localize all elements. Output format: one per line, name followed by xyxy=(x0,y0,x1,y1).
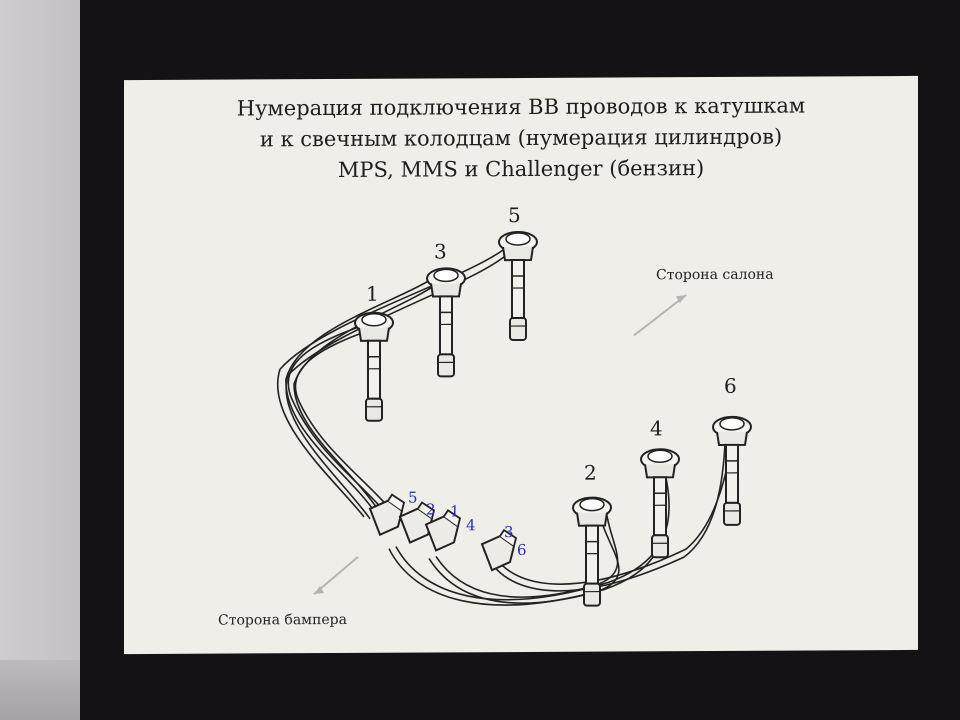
hv-wire-bundle-left xyxy=(277,242,513,520)
connector-number-3: 3 xyxy=(504,523,514,541)
plug-boot-6 xyxy=(711,415,753,526)
cylinder-number-5: 5 xyxy=(508,203,521,227)
plug-boot-4 xyxy=(639,448,681,559)
cylinder-number-2: 2 xyxy=(584,461,597,485)
coil-connectors xyxy=(368,493,518,572)
cabin-direction-arrow xyxy=(633,294,687,337)
hv-wire-bundle-right xyxy=(388,426,735,606)
desk-edge xyxy=(0,660,80,720)
connector-number-5: 5 xyxy=(408,489,418,507)
cylinder-number-4: 4 xyxy=(650,416,663,440)
plug-boot-1 xyxy=(353,311,395,422)
cylinder-number-3: 3 xyxy=(434,239,447,263)
cabin-arrow-head xyxy=(676,295,686,304)
plug-boot-3 xyxy=(425,267,467,378)
connector-number-1: 1 xyxy=(450,502,460,520)
bumper-direction-arrow xyxy=(313,556,359,595)
cylinder-number-1: 1 xyxy=(366,282,379,306)
connector-number-4: 4 xyxy=(466,516,476,534)
cylinder-number-6: 6 xyxy=(724,374,737,398)
plug-boot-5 xyxy=(497,230,539,342)
connector-number-2: 2 xyxy=(426,500,436,518)
wiring-diagram: 1 3 5 2 4 6 5 2 1 4 3 6 xyxy=(277,203,753,607)
bumper-arrow-head xyxy=(314,586,324,595)
connector-number-6: 6 xyxy=(517,541,527,559)
diagram-slide: Нумерация подключения ВВ проводов к кату… xyxy=(124,75,918,655)
